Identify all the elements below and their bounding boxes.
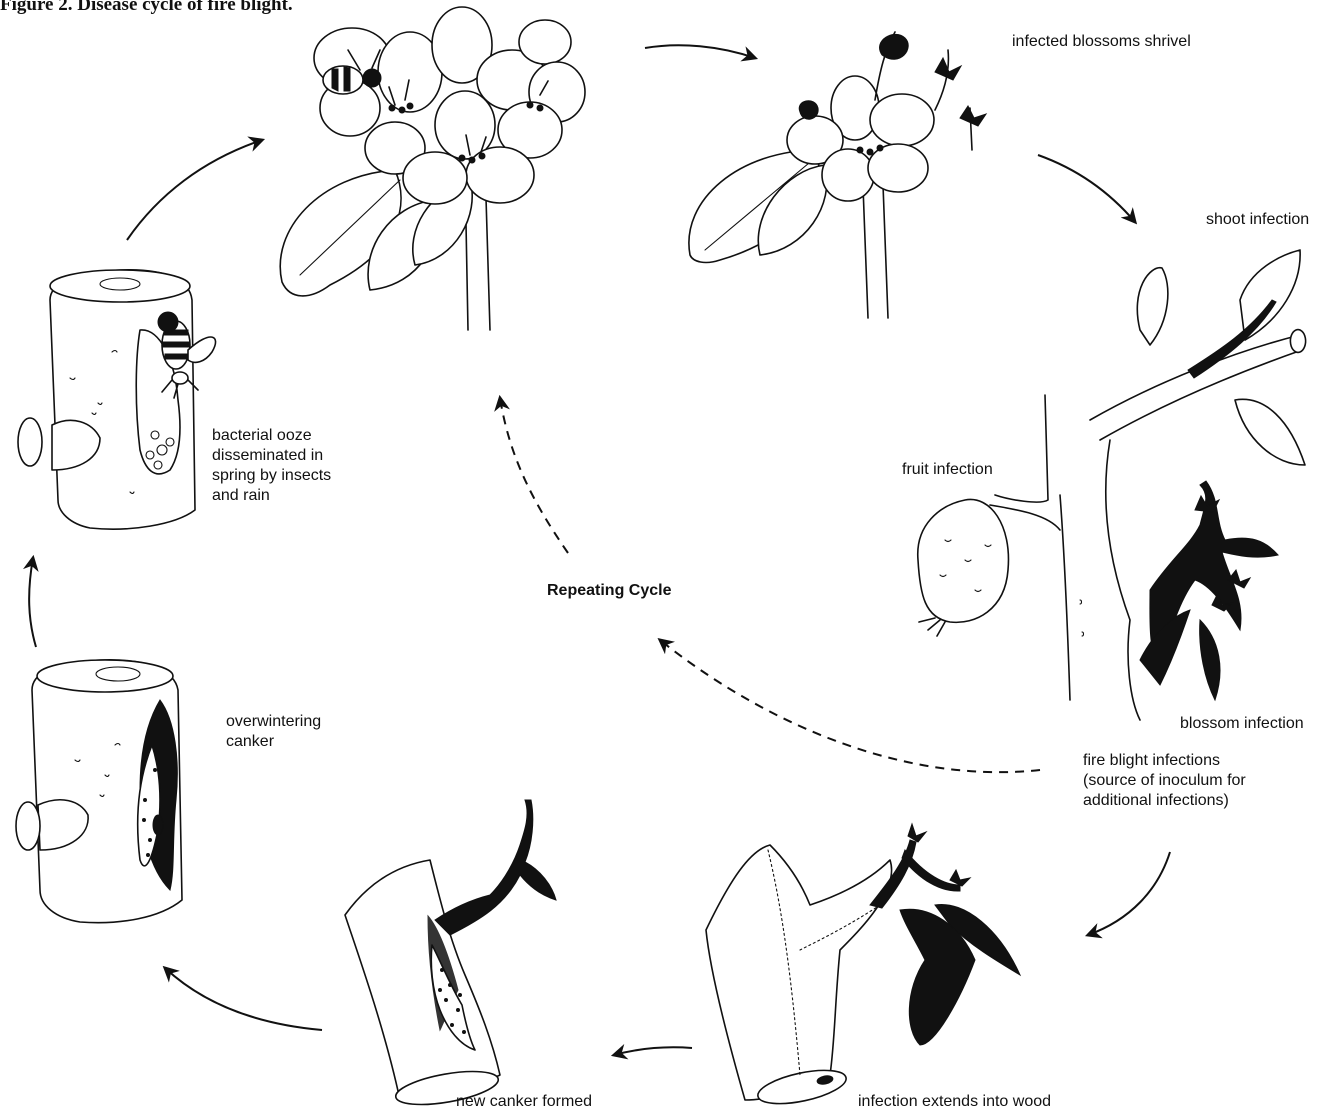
label-repeating-cycle: Repeating Cycle (547, 581, 671, 601)
dashed-arrow-repeating-lower (660, 640, 1040, 772)
arrow-shrivel-to-shoot (1038, 155, 1135, 222)
bacterial-ooze-illustration (18, 270, 216, 529)
label-fire-blight-infections: fire blight infections (source of inocul… (1083, 751, 1246, 811)
healthy-blossom-cluster-illustration (280, 7, 585, 330)
blossom-infection-illustration (1140, 481, 1278, 700)
label-infection-extends-into-wood: infection extends into wood (858, 1092, 1051, 1112)
label-shoot-infection: shoot infection (1206, 210, 1309, 230)
dashed-arrow-repeating-upper (500, 398, 568, 553)
arrow-wood-to-newcanker (614, 1047, 692, 1055)
infection-into-wood-illustration (706, 824, 1020, 1110)
arrow-ooze-to-blossom (127, 140, 262, 240)
arrow-newcanker-to-overwintering (165, 968, 322, 1030)
shoot-infection-illustration (1090, 250, 1306, 720)
arrow-overwintering-to-ooze (29, 558, 36, 647)
label-new-canker-formed: new canker formed (456, 1092, 592, 1112)
label-fruit-infection: fruit infection (902, 460, 993, 480)
fruit-infection-illustration (918, 395, 1084, 700)
shriveled-blossoms-illustration (689, 32, 986, 318)
arrow-fireblight-to-wood (1088, 852, 1170, 935)
overwintering-canker-illustration (16, 660, 182, 923)
arrow-blossom-to-shrivel (645, 45, 755, 58)
label-overwintering-canker: overwintering canker (226, 712, 321, 752)
label-bacterial-ooze: bacterial ooze disseminated in spring by… (212, 426, 331, 506)
label-infected-blossoms-shrivel: infected blossoms shrivel (1012, 32, 1191, 52)
new-canker-illustration (345, 800, 556, 1111)
label-blossom-infection: blossom infection (1180, 714, 1304, 734)
